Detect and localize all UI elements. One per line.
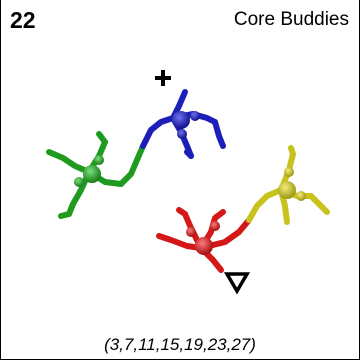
panel-caption: (3,7,11,15,19,23,27): [104, 335, 256, 354]
blue-structure: [140, 89, 226, 159]
panel-number: 22: [10, 7, 36, 33]
red-structure: [156, 207, 252, 273]
triangle-marker: [223, 272, 251, 295]
panel-title: Core Buddies: [233, 9, 349, 30]
green-structure: [46, 131, 146, 219]
yellow-structure: [246, 145, 330, 225]
plus-marker: [155, 70, 171, 86]
